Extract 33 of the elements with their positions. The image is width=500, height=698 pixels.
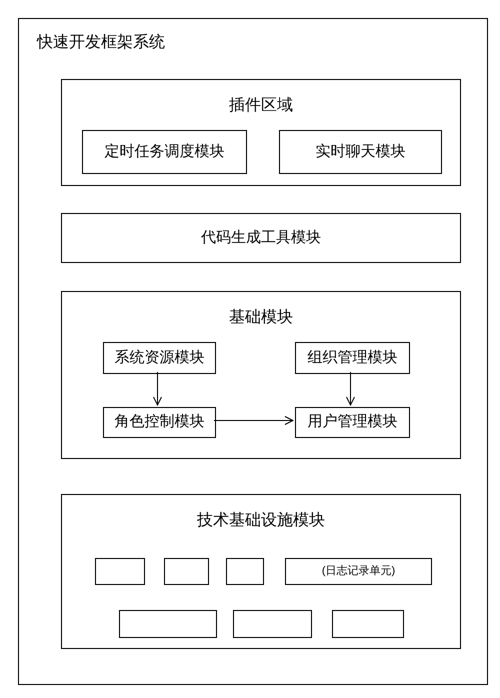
box-label: 组织管理模块 — [308, 348, 398, 368]
module-box — [295, 407, 410, 438]
box-label: 定时任务调度模块 — [104, 142, 224, 162]
component-box — [332, 610, 404, 638]
component-box — [164, 558, 209, 585]
box-label: 实时聊天模块 — [316, 142, 406, 162]
box-title: 技术基础设施模块 — [196, 510, 326, 531]
box-label: 角色控制模块 — [114, 412, 204, 432]
box-label: (日志记录单元) — [322, 564, 396, 580]
component-box — [95, 558, 145, 585]
module-box — [82, 130, 247, 174]
component-box — [233, 610, 312, 638]
module-group-box — [61, 79, 461, 186]
module-box — [103, 407, 216, 438]
arrow — [214, 416, 294, 425]
module-group-box — [61, 291, 461, 459]
box-title: 快速开发框架系统 — [37, 32, 165, 53]
box-label: 代码生成工具模块 — [201, 228, 321, 248]
arrow — [153, 372, 162, 406]
box-label: 系统资源模块 — [114, 348, 204, 368]
component-box — [285, 558, 432, 585]
box-title: 基础模块 — [228, 308, 294, 328]
component-box — [226, 558, 264, 585]
module-box — [279, 130, 442, 174]
module-box — [103, 342, 216, 374]
component-box — [119, 610, 217, 638]
module-box — [295, 342, 410, 374]
arrow — [346, 372, 355, 406]
module-box — [61, 213, 461, 263]
system-frame — [18, 18, 488, 685]
box-title: 插件区域 — [228, 96, 294, 116]
module-group-box — [61, 494, 461, 649]
box-label: 用户管理模块 — [308, 412, 398, 432]
